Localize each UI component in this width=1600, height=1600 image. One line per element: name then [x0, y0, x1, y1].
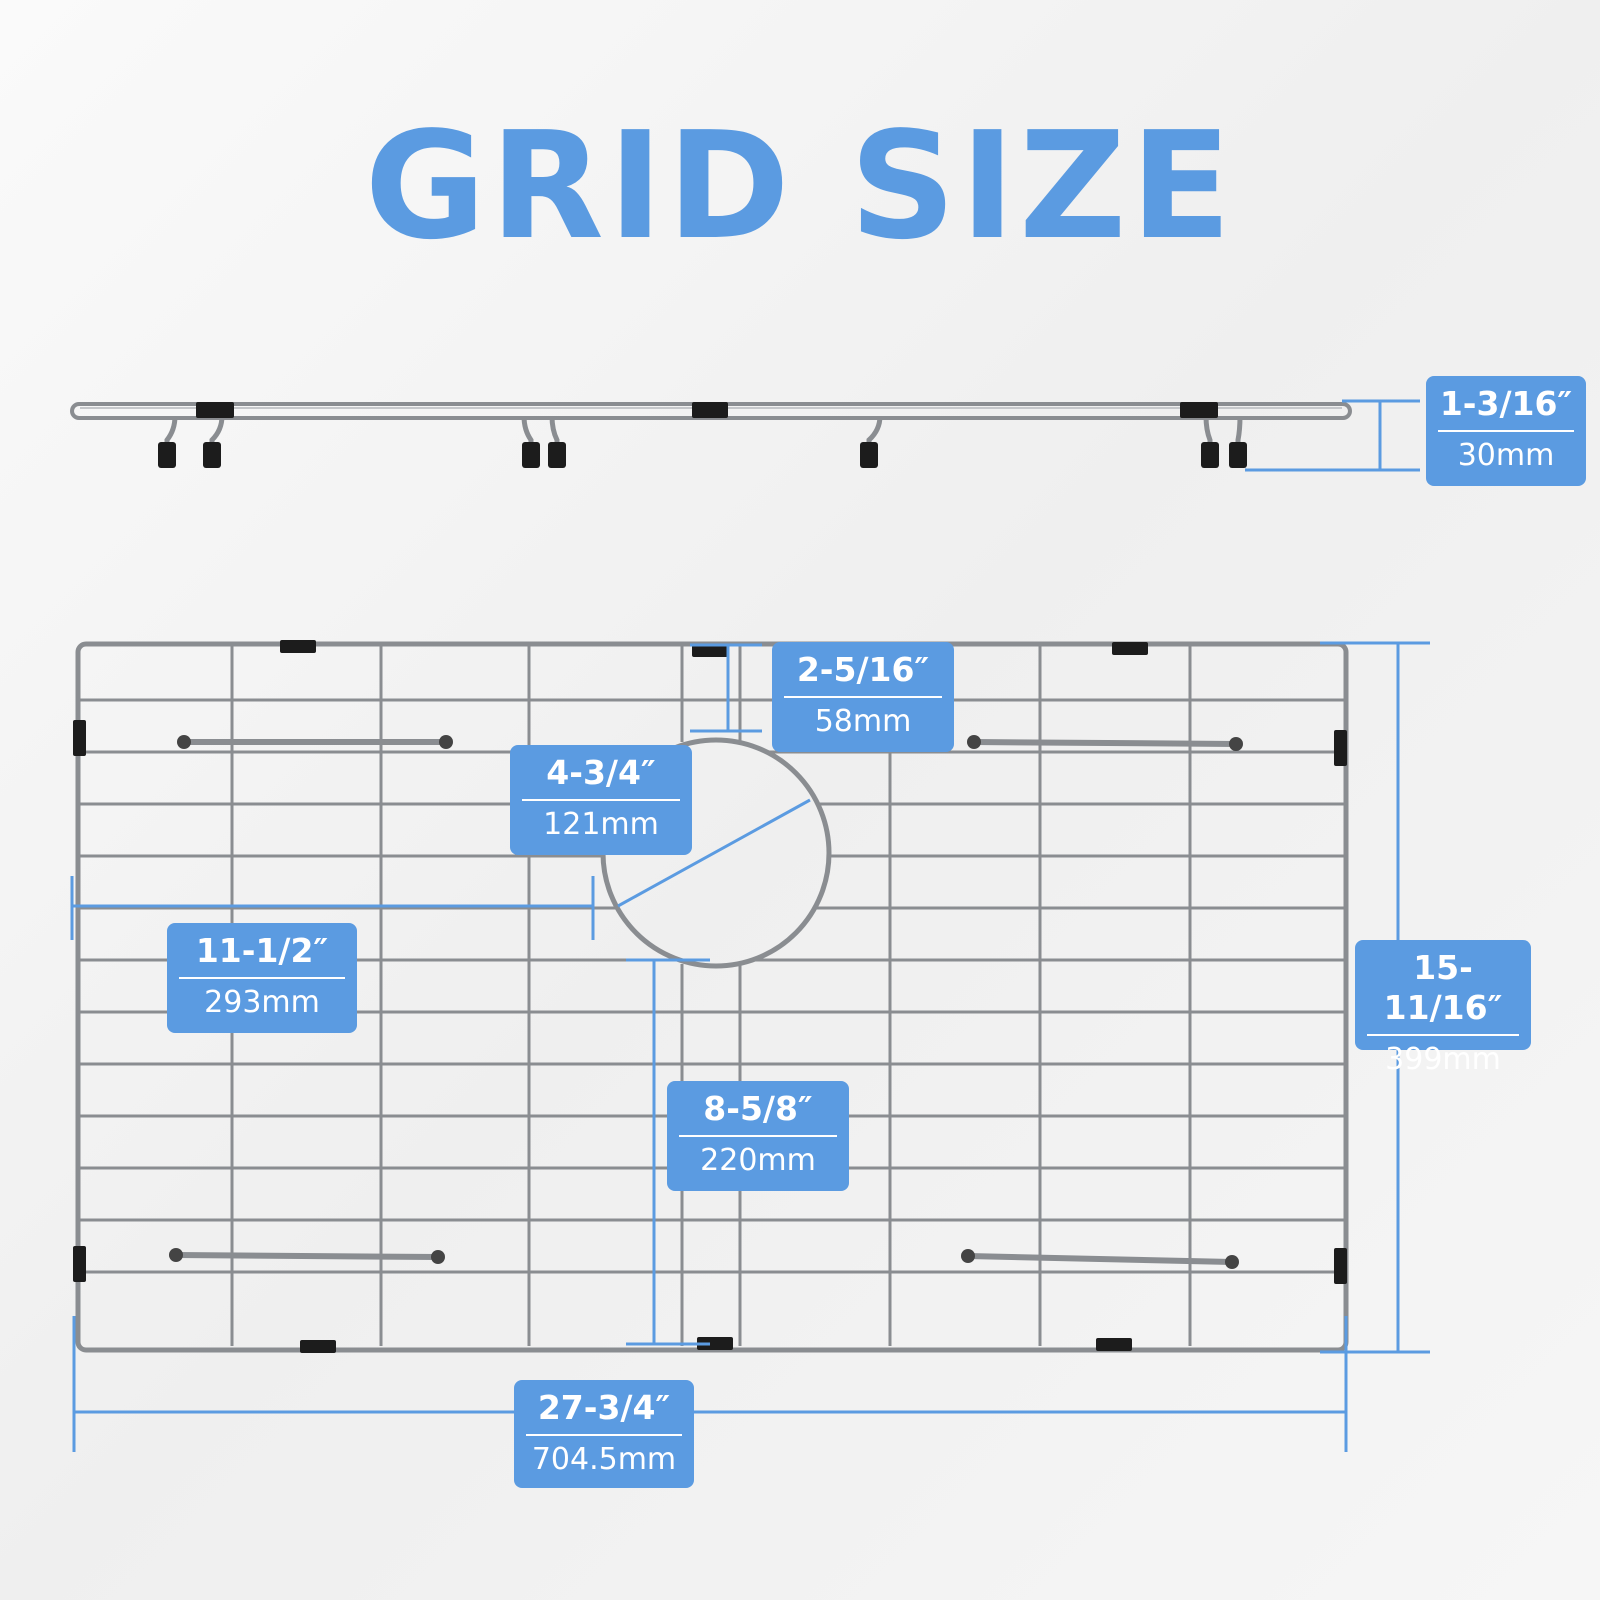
dim-label-drain-diameter: 4-3/4″ 121mm [510, 745, 692, 855]
rod-knob [961, 1249, 975, 1263]
rubber-clip [196, 402, 234, 418]
rubber-foot [158, 442, 176, 468]
top-view [73, 640, 1349, 1353]
dim-slot-depth-metric: 58mm [814, 704, 912, 739]
rubber-foot [1201, 442, 1219, 468]
rubber-bumper [73, 1246, 86, 1282]
rod-knob [177, 735, 191, 749]
rubber-foot [203, 442, 221, 468]
side-view [70, 402, 1352, 468]
dim-label-drain-from-bottom: 8-5/8″ 220mm [667, 1081, 849, 1191]
grid-wires [80, 646, 1346, 1346]
rod-knob [1229, 737, 1243, 751]
rubber-foot [1229, 442, 1247, 468]
rubber-bumper [280, 640, 316, 653]
dim-drain-diameter-line [617, 798, 811, 908]
support-rods [169, 735, 1243, 1269]
dim-height-imperial: 1-3/16″ [1438, 384, 1574, 432]
support-rod [971, 739, 1239, 747]
rod-knob [439, 735, 453, 749]
dim-slot-depth-imperial: 2-5/16″ [784, 650, 942, 698]
rubber-bumper [692, 644, 728, 657]
rubber-bumper [1096, 1338, 1132, 1351]
dim-drain-from-left-imperial: 11-1/2″ [179, 931, 345, 979]
dim-drain-diameter-imperial: 4-3/4″ [522, 753, 680, 801]
grid-bumpers [73, 640, 1347, 1353]
rod-knob [1225, 1255, 1239, 1269]
dim-width-metric: 704.5mm [531, 1442, 677, 1477]
dim-drain-from-bottom-metric: 220mm [700, 1143, 816, 1178]
rubber-foot [860, 442, 878, 468]
rubber-bumper [697, 1337, 733, 1350]
rubber-bumper [73, 720, 86, 756]
dim-depth-imperial: 15-11/16″ [1367, 948, 1519, 1036]
dim-width-imperial: 27-3/4″ [526, 1388, 682, 1436]
page-title: GRID SIZE [364, 100, 1236, 272]
rubber-foot [522, 442, 540, 468]
support-rod [173, 1252, 441, 1260]
dim-depth-metric: 399mm [1385, 1042, 1501, 1077]
dim-label-drain-from-left: 11-1/2″ 293mm [167, 923, 357, 1033]
rubber-clip [1180, 402, 1218, 418]
side-view-bumpers [196, 402, 1218, 418]
rubber-foot [548, 442, 566, 468]
dim-label-slot-depth: 2-5/16″ 58mm [772, 642, 954, 752]
rod-knob [431, 1250, 445, 1264]
dim-drain-diameter-metric: 121mm [543, 807, 659, 842]
dim-label-width: 27-3/4″ 704.5mm [514, 1380, 694, 1488]
rubber-bumper [300, 1340, 336, 1353]
rod-knob [967, 735, 981, 749]
rod-knob [169, 1248, 183, 1262]
dim-drain-from-bottom-imperial: 8-5/8″ [679, 1089, 837, 1137]
dim-label-height: 1-3/16″ 30mm [1426, 376, 1586, 486]
rubber-clip [692, 402, 728, 418]
support-rod [965, 1253, 1235, 1265]
dim-label-depth: 15-11/16″ 399mm [1355, 940, 1531, 1077]
rubber-bumper [1112, 642, 1148, 655]
dim-drain-from-left-metric: 293mm [204, 985, 320, 1020]
rubber-bumper [1334, 1248, 1347, 1284]
foot-wire [1235, 415, 1243, 446]
rubber-bumper [1334, 730, 1347, 766]
dim-height-metric: 30mm [1457, 438, 1555, 473]
